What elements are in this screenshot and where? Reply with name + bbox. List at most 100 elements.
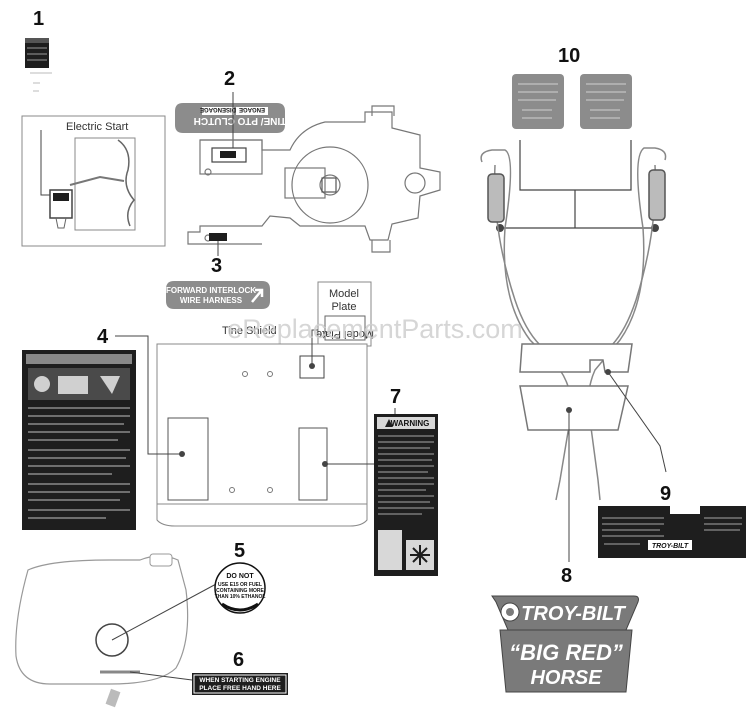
decal-1-header <box>25 38 49 43</box>
decal-2-right-box <box>236 107 268 115</box>
electric-start-box <box>21 115 166 247</box>
part-10-group: 10 <box>496 45 659 232</box>
starter-bracket <box>69 175 125 186</box>
model-plate-mirror-box <box>324 315 366 341</box>
shield-bolt <box>267 371 273 377</box>
part-3-group: 3 FORWARD INTERLOCK WIRE HARNESS <box>166 241 270 309</box>
bottom-mount <box>371 240 391 253</box>
decal-8-location <box>519 385 629 431</box>
tine-shield-group: Tine Shield <box>156 325 368 527</box>
decal-10-left <box>512 74 564 129</box>
decal-6-line2: PLACE FREE HAND HERE <box>199 685 281 692</box>
fuel-line <box>105 688 121 708</box>
decal-7-pictogram <box>378 530 402 570</box>
grip-left <box>487 173 505 223</box>
watermark: eReplacementParts.com <box>227 314 523 344</box>
bracket-outline <box>187 111 441 245</box>
decal-8-model-line1: “BIG RED” <box>509 640 623 665</box>
part-4-group: 4 <box>22 326 182 530</box>
leader-dot-model <box>309 363 315 369</box>
part-9-group: 9 TROY-BILT <box>598 369 746 558</box>
interlock-location <box>209 233 227 241</box>
callout-9: 9 <box>660 483 671 505</box>
shield-bolt <box>242 371 248 377</box>
tine-shield-label: Tine Shield <box>222 325 277 337</box>
callout-8: 8 <box>561 565 572 587</box>
decal-3-line1: FORWARD INTERLOCK <box>166 286 256 295</box>
callout-3: 3 <box>211 255 222 277</box>
callout-6: 6 <box>233 649 244 671</box>
decal-3-interlock <box>166 281 270 309</box>
housing-flange <box>284 167 326 199</box>
decal-8-brand: TROY-BILT <box>521 603 626 625</box>
transmission-bracket <box>187 105 441 253</box>
tine-pto-location-fill <box>220 151 236 158</box>
decal-4-header <box>26 354 132 364</box>
decal-4-pictogram-icon <box>58 376 88 394</box>
shift-knob <box>404 172 426 194</box>
decal-9-brand-box <box>648 540 692 550</box>
callout-5: 5 <box>234 540 245 562</box>
part-5-group: 5 DO NOT USE E15 OR FUEL CONTAINING MORE… <box>214 540 266 614</box>
decal-3-arrow-icon <box>251 288 264 303</box>
shield-bolt <box>229 487 235 493</box>
shield-bolt <box>267 487 273 493</box>
leader-6 <box>129 671 193 681</box>
model-plate-mirrored-text: Model Plate <box>316 328 374 340</box>
fuel-tank-group <box>15 553 219 708</box>
part-6-group: 6 WHEN STARTING ENGINE PLACE FREE HAND H… <box>192 649 288 695</box>
part-7-group: 7 WARNING <box>325 386 438 576</box>
decal-6-engine <box>192 673 288 695</box>
callout-1: 1 <box>33 8 44 30</box>
gear-housing <box>291 146 369 224</box>
troy-bilt-logo-center <box>506 608 514 616</box>
leader-4 <box>115 335 182 455</box>
decal-5-fuel <box>214 562 266 614</box>
rotating-tines-icon <box>410 545 430 565</box>
decal-5-ring <box>221 602 259 612</box>
callout-4: 4 <box>97 326 109 348</box>
decal-2-left-box <box>202 107 234 115</box>
bracket-left-plate <box>199 139 263 175</box>
leader-10-bracket <box>519 140 632 191</box>
leader-5 <box>111 582 219 641</box>
decal-5-line4: THAN 10% ETHANOL <box>215 594 266 600</box>
handlebar-assembly <box>480 147 667 501</box>
callout-10: 10 <box>558 45 580 67</box>
engine-curve <box>117 139 135 227</box>
decal-6-line1: WHEN STARTING ENGINE <box>199 677 281 684</box>
model-plate-label-line1: Model <box>329 288 359 300</box>
decal-4-pictogram-icon <box>34 376 50 392</box>
starter-stem <box>55 217 67 229</box>
decal-2-title: TINE/ PTO CLUTCH <box>194 115 287 126</box>
leader-model-plate <box>311 329 318 366</box>
gear-hub <box>319 174 341 196</box>
decal-9-instruction <box>598 506 746 558</box>
model-plate-label-line2: Plate <box>331 301 356 313</box>
warning-triangle-icon <box>385 419 393 427</box>
callout-7: 7 <box>390 386 401 408</box>
tine-shield-lip <box>156 504 368 527</box>
decal-4-location <box>167 417 209 501</box>
bolt-a <box>204 168 212 176</box>
model-plate-group: Model Plate Model Plate <box>316 281 374 347</box>
callout-2: 2 <box>224 68 235 90</box>
part-1-group: Electric Start 1 <box>21 8 166 247</box>
part-8-group: 8 TROY-BILT “BIG RED” HORSE <box>491 407 639 693</box>
decal-6-border <box>193 674 287 694</box>
fuel-cap <box>149 553 173 567</box>
hub-bolt <box>321 177 337 193</box>
decal-7-title: WARNING <box>391 419 430 428</box>
decal-9-brand: TROY-BILT <box>652 543 689 550</box>
decal-8-model-panel <box>499 629 633 693</box>
starter-decal-fill <box>53 193 69 201</box>
decal-8-model-line2: HORSE <box>530 667 602 689</box>
leader-9 <box>607 371 667 473</box>
decal-5-line3: CONTAINING MORE <box>216 588 264 594</box>
decal-2-left-text: DISENGAGE <box>200 106 236 112</box>
decal-5-line2: USE E15 OR FUEL <box>218 582 262 588</box>
decal-2-right-text: ENGAGE <box>239 106 265 112</box>
electric-start-label: Electric Start <box>66 121 128 133</box>
leader-1 <box>40 130 50 196</box>
